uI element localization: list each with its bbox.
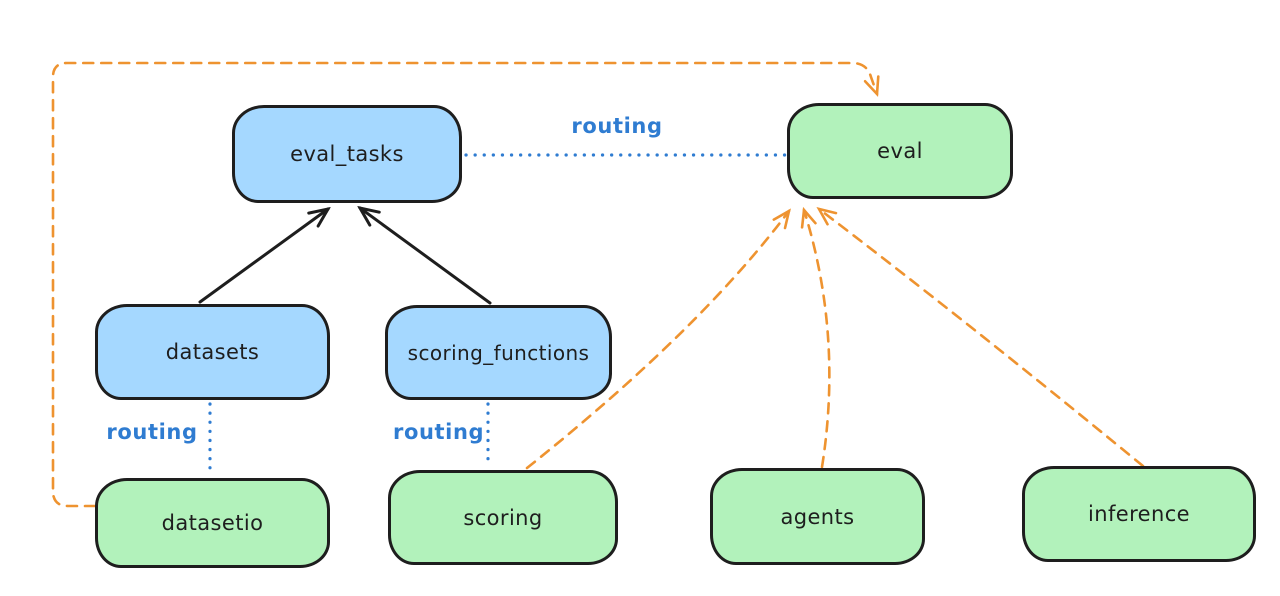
edge-agents-to-eval: [804, 210, 831, 469]
edge-scoring_functions-to-eval_tasks: [360, 208, 492, 305]
node-datasetio: datasetio: [95, 478, 330, 568]
node-scoring: scoring: [388, 470, 618, 565]
node-eval-tasks-label: eval_tasks: [290, 142, 404, 166]
node-eval-label: eval: [877, 139, 923, 163]
node-eval-tasks: eval_tasks: [232, 105, 462, 203]
node-inference-label: inference: [1088, 502, 1190, 526]
node-inference: inference: [1022, 466, 1256, 562]
edge-datasets-to-eval_tasks: [198, 209, 328, 304]
node-scoring-functions-label: scoring_functions: [407, 340, 590, 365]
edge-label-routing-eval-tasks-eval: routing: [571, 114, 663, 138]
edge-label-routing-scoring-functions-scoring: routing: [393, 420, 485, 444]
node-datasets: datasets: [95, 304, 330, 400]
edge-inference-to-eval: [819, 209, 1145, 468]
node-scoring-label: scoring: [463, 505, 543, 530]
node-eval: eval: [787, 103, 1013, 199]
node-datasetio-label: datasetio: [161, 511, 264, 535]
node-agents: agents: [710, 468, 925, 565]
node-datasets-label: datasets: [165, 340, 260, 364]
node-agents-label: agents: [780, 504, 855, 529]
edge-label-routing-datasets-datasetio: routing: [106, 420, 198, 444]
node-scoring-functions: scoring_functions: [385, 305, 612, 400]
